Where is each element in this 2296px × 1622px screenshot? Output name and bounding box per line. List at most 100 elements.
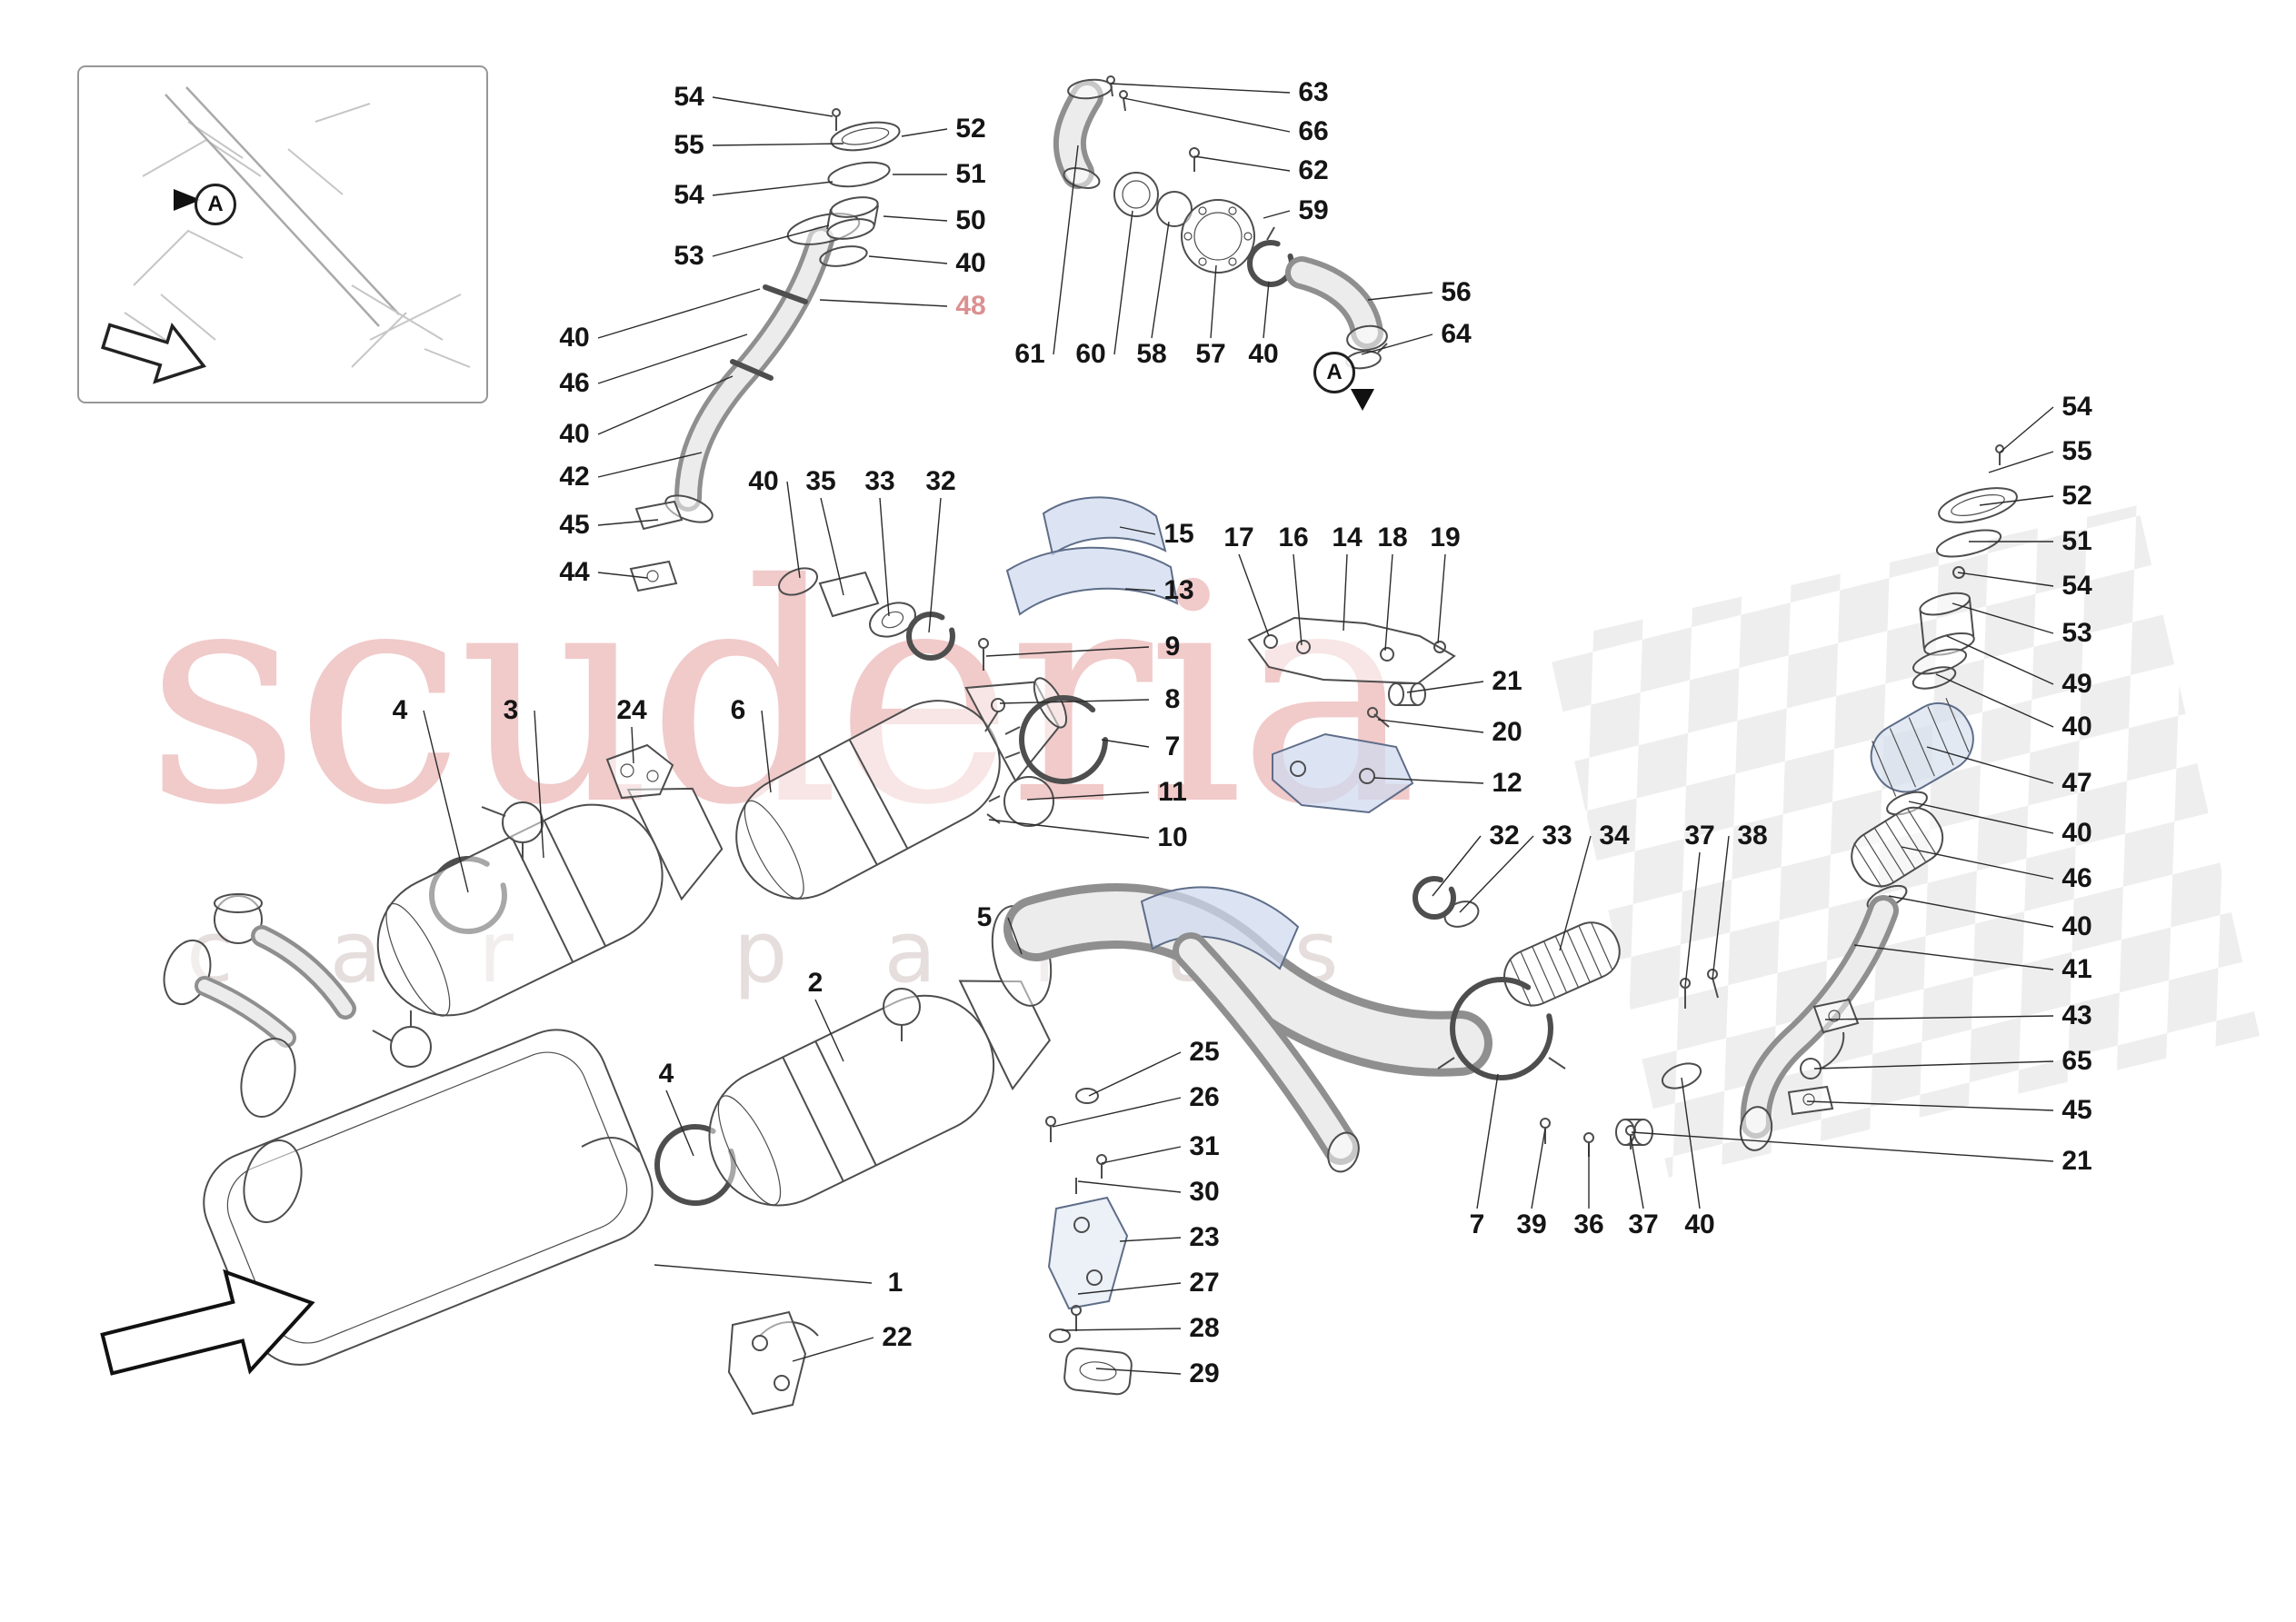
- part-callout-52: 52: [955, 114, 986, 144]
- part-callout-51: 51: [955, 159, 986, 189]
- part-callout-36: 36: [1573, 1209, 1604, 1239]
- vehicle-locator-inset: [77, 65, 488, 403]
- part-callout-14: 14: [1332, 522, 1363, 552]
- bottom-bracket-group: [1045, 1088, 1133, 1396]
- part-callout-40: 40: [748, 466, 779, 496]
- part-callout-61: 61: [1014, 339, 1045, 369]
- part-callout-45: 45: [559, 510, 590, 540]
- part-callout-65: 65: [2061, 1046, 2092, 1076]
- part-callout-4: 4: [392, 695, 408, 725]
- part-callout-64: 64: [1441, 319, 1472, 349]
- part-callout-54: 54: [2061, 571, 2092, 601]
- part-callout-8: 8: [1164, 684, 1181, 714]
- part-callout-9: 9: [1164, 632, 1181, 662]
- part-callout-51: 51: [2061, 526, 2092, 556]
- part-callout-16: 16: [1278, 522, 1309, 552]
- part-callout-58: 58: [1136, 339, 1167, 369]
- part-callout-2: 2: [807, 968, 824, 998]
- heat-shields-upper: [1005, 496, 1179, 616]
- direction-arrow-main: [100, 1269, 315, 1376]
- part-callout-49: 49: [2061, 669, 2092, 699]
- part-callout-41: 41: [2061, 954, 2092, 984]
- part-callout-10: 10: [1157, 822, 1188, 852]
- part-callout-34: 34: [1599, 821, 1630, 851]
- muffler-assembly: [163, 893, 819, 1416]
- vehicle-locator-sketch: [101, 86, 471, 384]
- part-callout-40: 40: [2061, 911, 2092, 941]
- part-callout-32: 32: [925, 466, 956, 496]
- part-callout-11: 11: [1158, 777, 1187, 807]
- part-callout-60: 60: [1075, 339, 1106, 369]
- part-callout-59: 59: [1298, 195, 1329, 225]
- part-callout-7: 7: [1469, 1209, 1485, 1239]
- part-callout-46: 46: [559, 368, 590, 398]
- part-callout-54: 54: [674, 82, 704, 112]
- part-callout-40: 40: [2061, 711, 2092, 741]
- part-callout-1: 1: [887, 1268, 903, 1298]
- part-callout-19: 19: [1430, 522, 1461, 552]
- part-callout-37: 37: [1684, 821, 1715, 851]
- part-callout-45: 45: [2061, 1095, 2092, 1125]
- part-callout-15: 15: [1163, 519, 1194, 549]
- part-callout-53: 53: [2061, 618, 2092, 648]
- part-callout-22: 22: [882, 1322, 913, 1352]
- part-callout-44: 44: [559, 557, 590, 587]
- view-marker-inset: A: [195, 184, 236, 225]
- part-callout-54: 54: [2061, 392, 2092, 422]
- part-callout-29: 29: [1189, 1358, 1220, 1388]
- part-callout-40: 40: [559, 419, 590, 449]
- part-callout-40: 40: [1684, 1209, 1715, 1239]
- part-callout-20: 20: [1492, 717, 1522, 747]
- part-callout-31: 31: [1189, 1131, 1220, 1161]
- part-callout-62: 62: [1298, 155, 1329, 185]
- part-callout-40: 40: [1248, 339, 1279, 369]
- part-callout-40: 40: [559, 323, 590, 353]
- part-callout-66: 66: [1298, 116, 1329, 146]
- part-callout-24: 24: [616, 695, 647, 725]
- part-callout-37: 37: [1628, 1209, 1659, 1239]
- part-callout-25: 25: [1189, 1037, 1220, 1067]
- down-arrow-icon: [1351, 389, 1374, 411]
- part-callout-21: 21: [1492, 666, 1522, 696]
- part-callout-53: 53: [674, 241, 704, 271]
- part-callout-56: 56: [1441, 277, 1472, 307]
- part-callout-21: 21: [2061, 1146, 2092, 1176]
- part-callout-23: 23: [1189, 1222, 1220, 1252]
- part-callout-38: 38: [1737, 821, 1768, 851]
- part-callout-33: 33: [864, 466, 895, 496]
- part-callout-30: 30: [1189, 1177, 1220, 1207]
- tailpipe-trim-parts-left: [819, 108, 901, 267]
- part-callout-48: 48: [955, 291, 986, 321]
- part-callout-6: 6: [730, 695, 746, 725]
- part-callout-57: 57: [1195, 339, 1226, 369]
- part-callout-28: 28: [1189, 1313, 1220, 1343]
- inset-direction-arrow: [101, 322, 207, 384]
- part-callout-5: 5: [976, 902, 993, 932]
- part-callout-63: 63: [1298, 77, 1329, 107]
- part-callout-47: 47: [2061, 768, 2092, 798]
- part-callout-42: 42: [559, 462, 590, 492]
- part-callout-43: 43: [2061, 1000, 2092, 1030]
- part-callout-27: 27: [1189, 1268, 1220, 1298]
- part-callout-4: 4: [658, 1059, 674, 1089]
- heat-shield-lower: [1272, 732, 1414, 814]
- left-upper-catalyst: [376, 743, 724, 1017]
- view-marker-main: A: [1313, 352, 1355, 393]
- part-callout-52: 52: [2061, 481, 2092, 511]
- part-callout-40: 40: [955, 248, 986, 278]
- center-catalytic-converter: [735, 638, 1108, 900]
- part-callout-26: 26: [1189, 1082, 1220, 1112]
- part-callout-55: 55: [2061, 436, 2092, 466]
- part-callout-46: 46: [2061, 863, 2092, 893]
- part-callout-32: 32: [1489, 821, 1520, 851]
- part-callout-54: 54: [674, 180, 704, 210]
- part-callout-7: 7: [1164, 731, 1181, 761]
- part-callout-40: 40: [2061, 818, 2092, 848]
- part-callout-55: 55: [674, 130, 704, 160]
- part-callout-12: 12: [1492, 768, 1522, 798]
- center-lower-catalyst: [654, 980, 1051, 1207]
- part-callout-17: 17: [1223, 522, 1254, 552]
- part-callout-50: 50: [955, 205, 986, 235]
- downpipe-right: [991, 883, 1702, 1173]
